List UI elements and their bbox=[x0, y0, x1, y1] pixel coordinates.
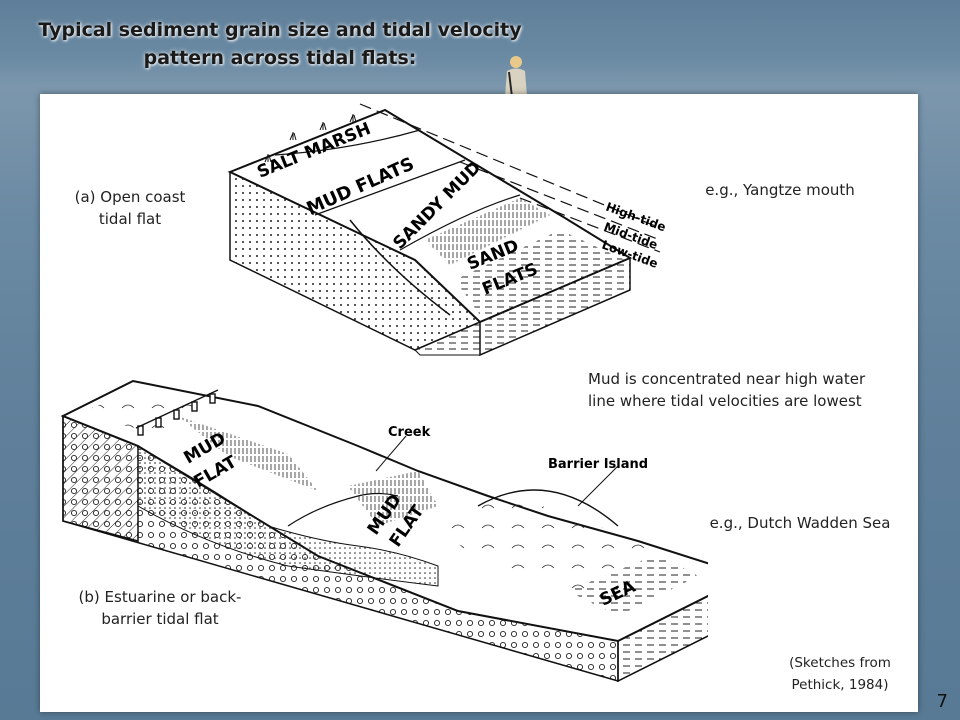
mud-note-line-2: line where tidal velocities are lowest bbox=[588, 392, 862, 410]
estuarine-label: (b) Estuarine or back- barrier tidal fla… bbox=[60, 586, 260, 630]
estuarine-label-line-1: (b) Estuarine or back- bbox=[78, 588, 242, 606]
page-number: 7 bbox=[936, 691, 948, 712]
estuarine-label-line-2: barrier tidal flat bbox=[101, 610, 219, 628]
source-citation: (Sketches from Pethick, 1984) bbox=[770, 652, 910, 696]
open-coast-label-line-1: (a) Open coast bbox=[74, 188, 186, 206]
slide-title-line-2: pattern across tidal flats: bbox=[143, 47, 417, 69]
open-coast-label: (a) Open coast tidal flat bbox=[60, 186, 200, 230]
source-line-2: Pethick, 1984) bbox=[791, 677, 889, 693]
mud-note-line-1: Mud is concentrated near high water bbox=[588, 370, 866, 388]
label-barrier-island: Barrier Island bbox=[548, 457, 648, 472]
diagram-panel: SALT MARSH MUD FLATS SANDY MUD SAND FLAT… bbox=[40, 94, 918, 712]
slide-title-line-1: Typical sediment grain size and tidal ve… bbox=[38, 19, 522, 41]
slide-title: Typical sediment grain size and tidal ve… bbox=[30, 16, 530, 72]
label-creek: Creek bbox=[388, 425, 431, 440]
example-yangtze: e.g., Yangtze mouth bbox=[705, 181, 855, 199]
mud-concentration-note: Mud is concentrated near high water line… bbox=[588, 368, 908, 412]
background-person-figure bbox=[505, 56, 527, 97]
estuarine-block-diagram: MUD FLAT Creek MUD FLAT Barrier Island S… bbox=[60, 379, 708, 683]
source-line-1: (Sketches from bbox=[789, 655, 891, 671]
open-coast-label-line-2: tidal flat bbox=[98, 210, 162, 228]
open-coast-block-diagram: SALT MARSH MUD FLATS SANDY MUD SAND FLAT… bbox=[227, 103, 668, 357]
example-wadden-sea: e.g., Dutch Wadden Sea bbox=[709, 514, 891, 532]
